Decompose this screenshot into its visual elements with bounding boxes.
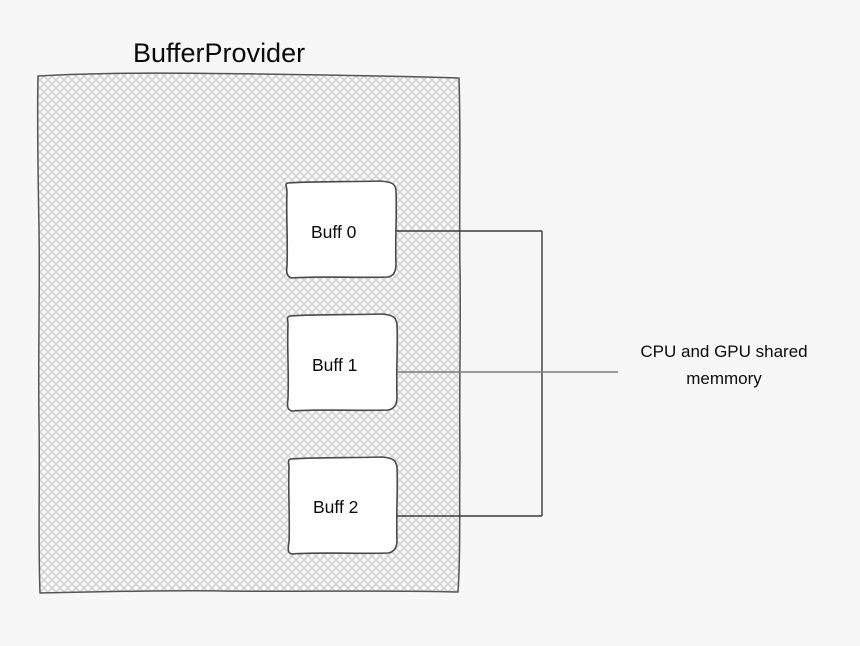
annotation-line-1: CPU and GPU shared	[640, 342, 807, 361]
buffer-box-0[interactable]	[285, 180, 398, 279]
buffer-label-2: Buff 2	[313, 497, 358, 517]
buffer-box-1[interactable]	[286, 313, 399, 412]
annotation-line-2: memmory	[686, 369, 762, 388]
buffer-label-1: Buff 1	[312, 355, 357, 375]
diagram-title: BufferProvider	[133, 38, 305, 68]
buffer-label-0: Buff 0	[311, 222, 357, 242]
buffer-box-2[interactable]	[287, 456, 399, 555]
